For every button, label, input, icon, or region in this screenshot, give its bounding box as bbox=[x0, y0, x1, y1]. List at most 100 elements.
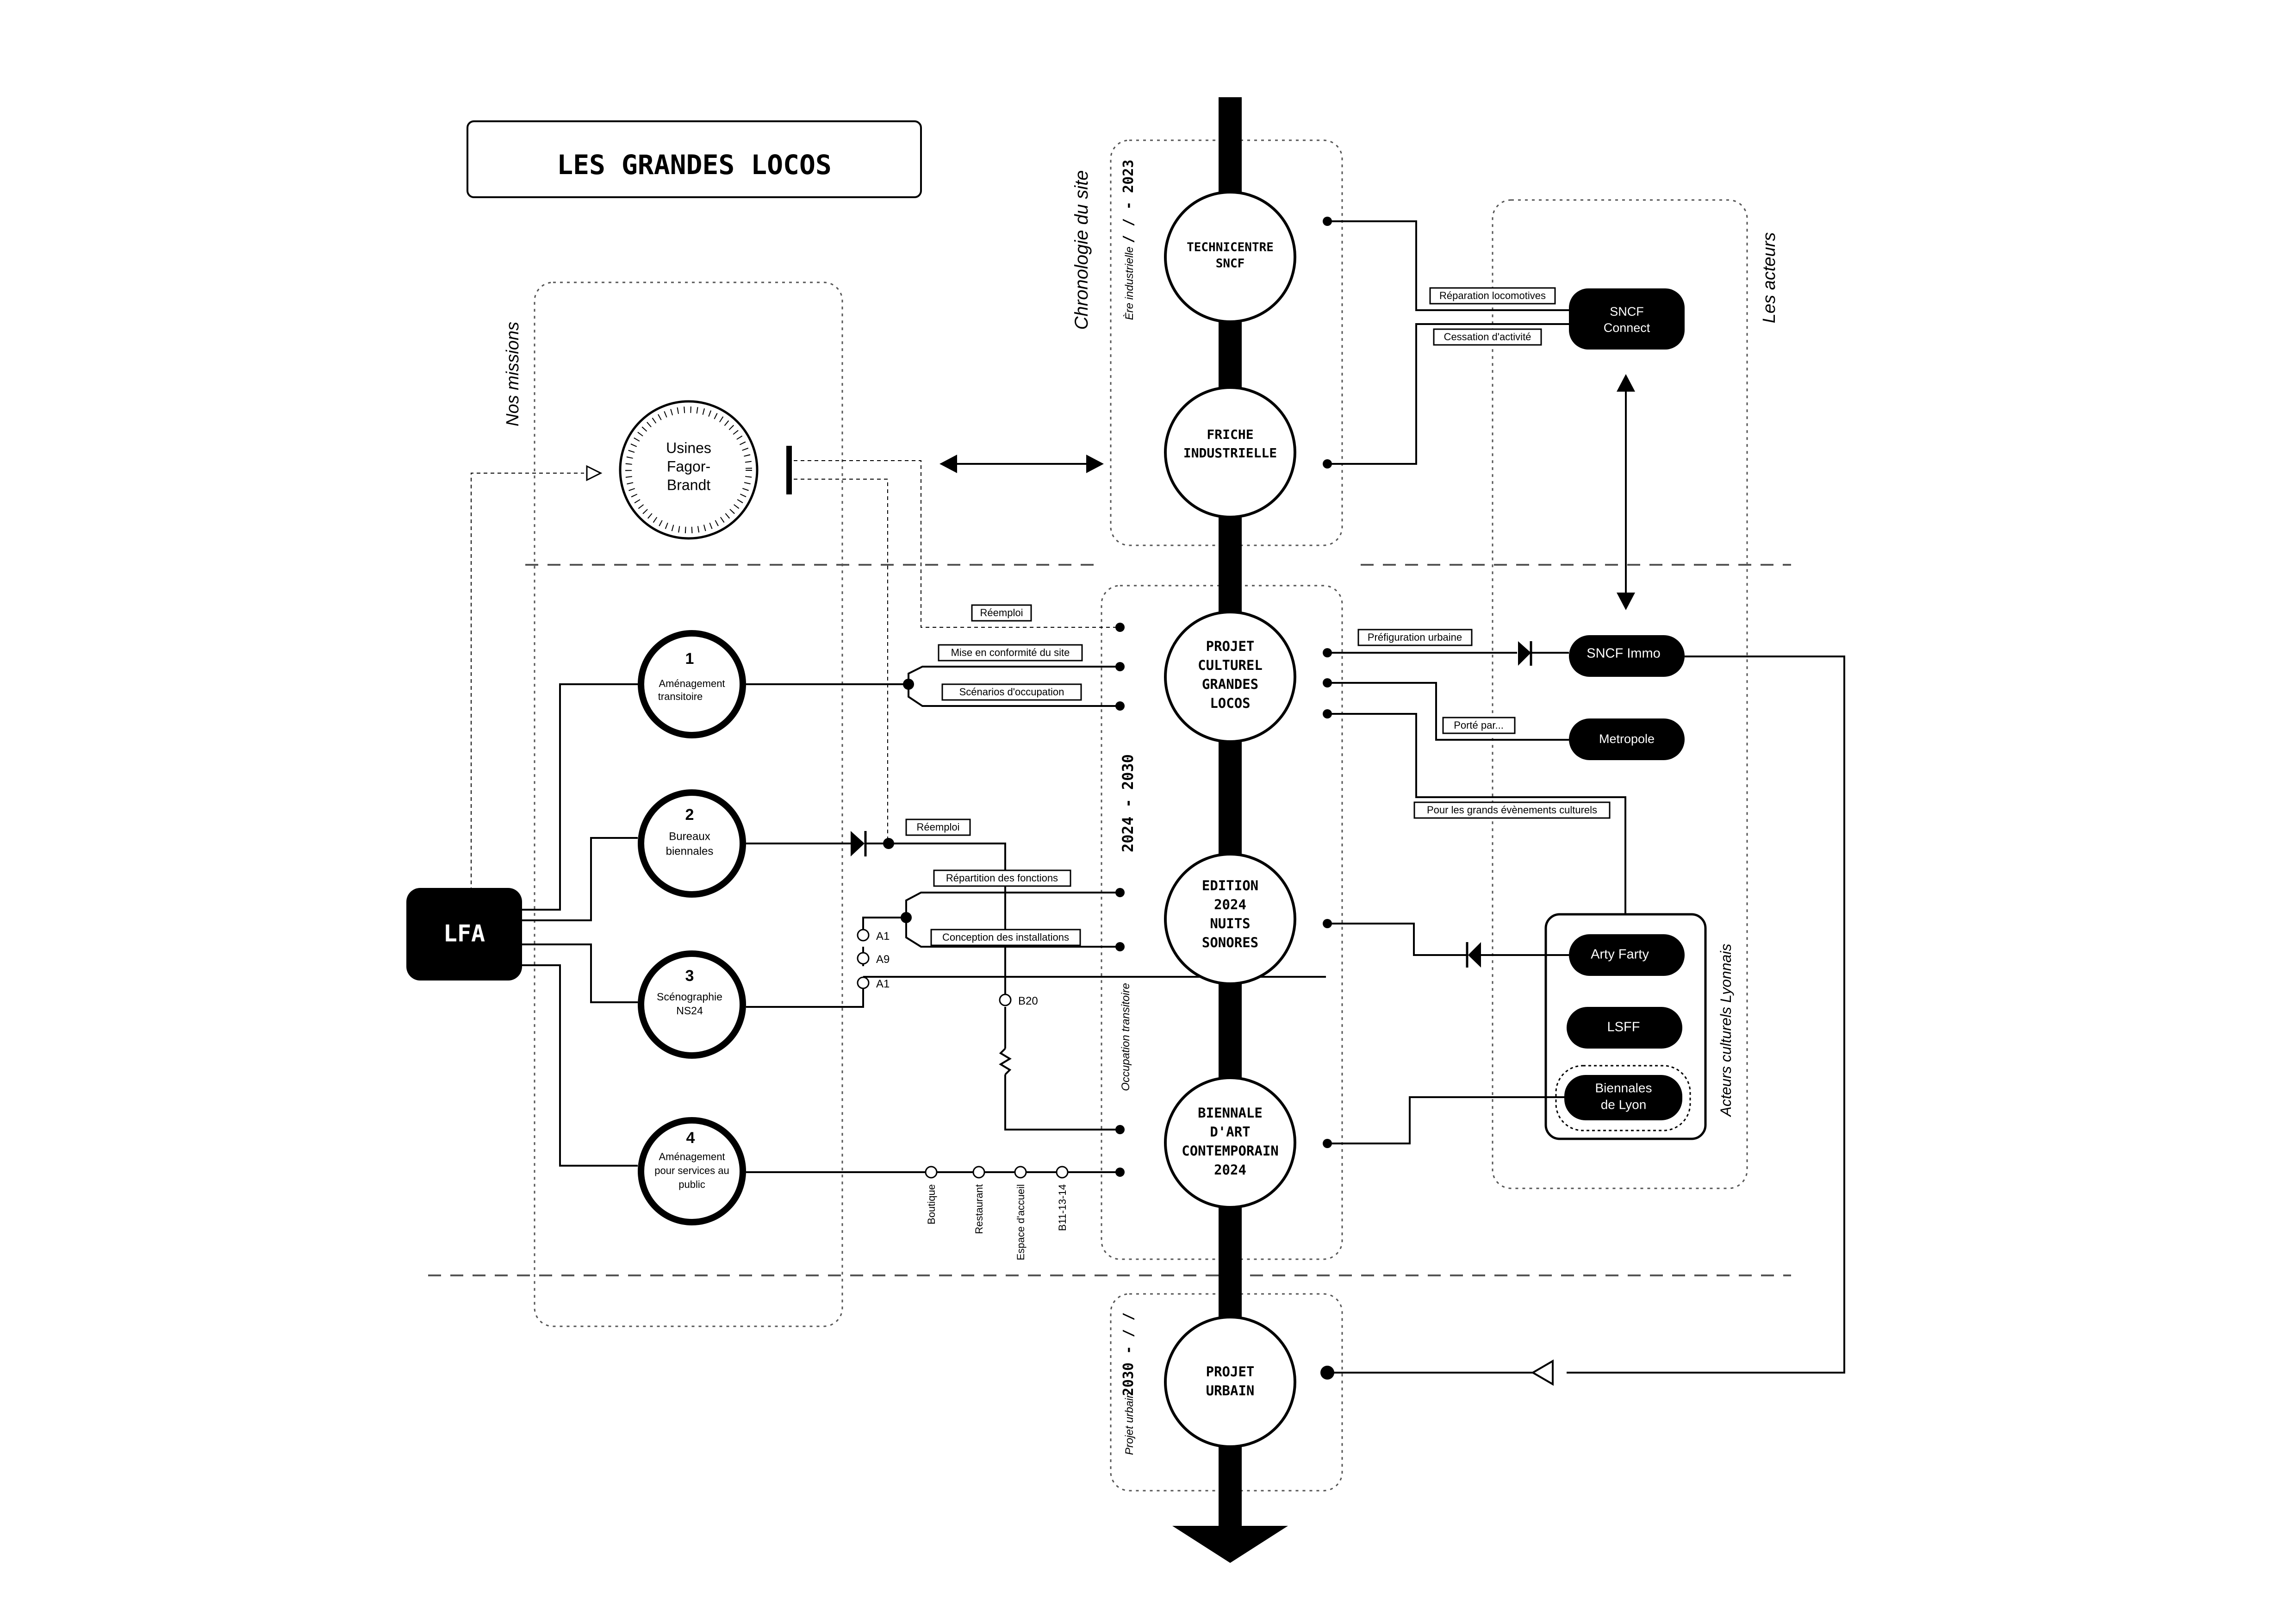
tag-scenarios: Scénarios d'occupation bbox=[941, 683, 1082, 701]
timeline-biennale[interactable]: BIENNALE D'ART CONTEMPORAIN 2024 bbox=[1164, 1076, 1296, 1209]
mission-4-line-1: Aménagement bbox=[659, 1151, 725, 1162]
svg-text:Réemploi: Réemploi bbox=[917, 821, 960, 833]
timeline-friche[interactable]: FRICHE INDUSTRIELLE bbox=[1164, 386, 1296, 518]
period-transitional-dates: 2024 - 2030 bbox=[1119, 754, 1137, 852]
biennales-line-1: Biennales bbox=[1595, 1081, 1652, 1095]
node-restaurant bbox=[972, 1166, 985, 1179]
actors-frame bbox=[1492, 199, 1748, 1189]
node-accueil-label: Espace d'accueil bbox=[1015, 1184, 1027, 1260]
actor-sncf-connect[interactable]: SNCF Connect bbox=[1569, 288, 1685, 350]
mission-2-line-1: Bureaux bbox=[669, 830, 710, 843]
cultural-actors-frame bbox=[1544, 913, 1707, 1140]
mission-3[interactable]: 3 Scénographie NS24 bbox=[638, 950, 746, 1059]
biennale-line-2: D'ART bbox=[1210, 1124, 1250, 1140]
nuits-sonores-line-3: NUITS bbox=[1210, 916, 1250, 931]
origin-fagor-brandt[interactable]: Usines Fagor- Brandt bbox=[619, 400, 759, 540]
nuits-sonores-line-2: 2024 bbox=[1214, 897, 1246, 912]
svg-text:Pour les grands évènements cul: Pour les grands évènements culturels bbox=[1427, 804, 1597, 816]
biennale-line-4: 2024 bbox=[1214, 1162, 1246, 1178]
mission-4[interactable]: 4 Aménagement pour services au public bbox=[638, 1117, 746, 1225]
mission-3-line-2: NS24 bbox=[676, 1005, 703, 1017]
friche-line-1: FRICHE bbox=[1207, 427, 1253, 442]
mission-3-number: 3 bbox=[685, 967, 694, 985]
biennales-line-2: de Lyon bbox=[1601, 1097, 1647, 1112]
node-b20-label: B20 bbox=[1018, 995, 1038, 1007]
mission-1[interactable]: 1 Aménagement transitoire bbox=[638, 630, 746, 738]
biennale-line-1: BIENNALE bbox=[1198, 1105, 1263, 1121]
tag-cessation: Cessation d'activité bbox=[1433, 328, 1542, 346]
lsff-label: LSFF bbox=[1607, 1020, 1640, 1035]
endpoint-dots bbox=[883, 217, 1334, 1380]
node-a1-bottom bbox=[857, 976, 870, 989]
projet-urbain-line-2: URBAIN bbox=[1206, 1383, 1255, 1399]
actor-arty-farty[interactable]: Arty Farty bbox=[1569, 934, 1685, 976]
node-a1-top bbox=[857, 929, 870, 942]
node-boutique-label: Boutique bbox=[926, 1184, 937, 1224]
projet-culturel-line-3: GRANDES bbox=[1202, 676, 1258, 692]
technicentre-line-1: TECHNICENTRE bbox=[1187, 241, 1274, 255]
timeline-projet-urbain[interactable]: PROJET URBAIN bbox=[1164, 1316, 1296, 1448]
technicentre-line-2: SNCF bbox=[1216, 257, 1245, 271]
mission-1-number: 1 bbox=[685, 650, 694, 668]
projet-culturel-line-2: CULTUREL bbox=[1198, 657, 1263, 673]
node-a9-label: A9 bbox=[876, 953, 890, 966]
arty-farty-label: Arty Farty bbox=[1591, 947, 1649, 962]
mission-1-line-2: transitoire bbox=[658, 691, 703, 702]
timeline-technicentre[interactable]: TECHNICENTRE SNCF bbox=[1164, 191, 1296, 323]
mission-2[interactable]: 2 Bureaux biennales bbox=[638, 789, 746, 898]
tag-evenements: Pour les grands évènements culturels bbox=[1413, 801, 1611, 819]
actor-biennales-de-lyon[interactable]: Biennales de Lyon bbox=[1555, 1065, 1691, 1131]
lfa-label: LFA bbox=[443, 920, 485, 947]
mission-4-number: 4 bbox=[686, 1129, 695, 1147]
node-a1-bottom-label: A1 bbox=[876, 978, 890, 990]
page-title: LES GRANDES LOCOS bbox=[557, 149, 832, 181]
biennale-line-3: CONTEMPORAIN bbox=[1182, 1143, 1279, 1159]
actor-sncf-immo[interactable]: SNCF Immo bbox=[1569, 635, 1685, 677]
timeline-projet-culturel[interactable]: PROJET CULTUREL GRANDES LOCOS bbox=[1164, 611, 1296, 743]
cultural-actors-label: Acteurs culturels Lyonnais bbox=[1717, 944, 1734, 1118]
actor-lsff[interactable]: LSFF bbox=[1567, 1007, 1682, 1049]
period-industrial-dates: / / - 2023 bbox=[1120, 160, 1137, 244]
actors-section-label: Les acteurs bbox=[1760, 232, 1779, 323]
chronology-section-label: Chronologie du site bbox=[1071, 170, 1092, 330]
svg-text:Réparation locomotives: Réparation locomotives bbox=[1439, 290, 1546, 301]
nuits-sonores-line-1: EDITION bbox=[1202, 878, 1258, 893]
tag-reemploi-mid: Réemploi bbox=[905, 818, 971, 836]
actor-metropole[interactable]: Metropole bbox=[1569, 718, 1685, 760]
timeline-nuits-sonores[interactable]: EDITION 2024 NUITS SONORES bbox=[1164, 853, 1296, 985]
origin-label-1: Usines bbox=[666, 439, 711, 456]
missions-section-label: Nos missions bbox=[503, 322, 523, 426]
mission-1-line-1: Aménagement bbox=[659, 678, 725, 689]
tag-repartition: Répartition des fonctions bbox=[933, 869, 1071, 887]
node-a1-top-label: A1 bbox=[876, 930, 890, 943]
nuits-sonores-line-4: SONORES bbox=[1202, 935, 1258, 950]
lfa-block[interactable]: LFA bbox=[406, 888, 522, 981]
metropole-label: Metropole bbox=[1599, 732, 1655, 746]
period-industrial-label: Ère industrielle bbox=[1123, 247, 1136, 320]
sncf-connect-line-1: SNCF bbox=[1610, 305, 1644, 319]
node-boutique bbox=[925, 1166, 938, 1179]
tag-prefiguration: Préfiguration urbaine bbox=[1357, 629, 1473, 646]
station-nodes bbox=[857, 929, 1069, 1179]
title-box: LES GRANDES LOCOS bbox=[467, 120, 922, 198]
tag-reemploi-top: Réemploi bbox=[971, 604, 1032, 622]
projet-culturel-line-1: PROJET bbox=[1206, 638, 1255, 654]
node-restaurant-label: Restaurant bbox=[973, 1184, 985, 1234]
period-urban-dates: 2030 - / / bbox=[1120, 1312, 1137, 1396]
period-urban-label: Projet urbain bbox=[1123, 1392, 1136, 1455]
svg-text:Cessation d'activité: Cessation d'activité bbox=[1444, 331, 1531, 343]
mission-3-line-1: Scénographie bbox=[657, 991, 722, 1003]
origin-label-3: Brandt bbox=[667, 476, 710, 493]
svg-text:Porté par...: Porté par... bbox=[1454, 719, 1504, 731]
node-b11 bbox=[1056, 1166, 1069, 1179]
friche-line-2: INDUSTRIELLE bbox=[1183, 445, 1277, 461]
node-b11-label: B11-13-14 bbox=[1057, 1184, 1068, 1231]
timeline-spine bbox=[1219, 97, 1242, 1528]
mission-4-line-2: pour services au bbox=[654, 1165, 729, 1176]
svg-text:Conception des installations: Conception des installations bbox=[942, 931, 1069, 943]
missions-frame bbox=[534, 281, 843, 1327]
svg-text:Réemploi: Réemploi bbox=[980, 607, 1023, 618]
svg-text:Préfiguration urbaine: Préfiguration urbaine bbox=[1368, 631, 1462, 643]
node-accueil bbox=[1014, 1166, 1027, 1179]
